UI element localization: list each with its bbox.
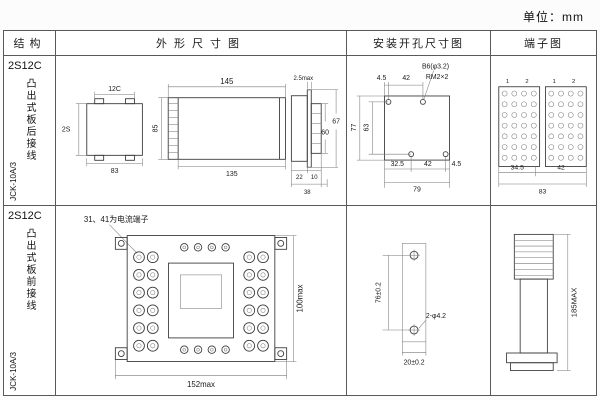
terminal-side-view: 185MAX — [506, 233, 579, 371]
dim-67: 67 — [332, 119, 340, 126]
header-outline: 外形尺寸图 — [56, 31, 347, 56]
dim-83: 83 — [111, 168, 119, 175]
dim-63: 63 — [364, 124, 371, 132]
dim-38: 38 — [304, 190, 311, 196]
terminal-drawing-front: 185MAX — [506, 233, 579, 371]
dim-32-5: 32.5 — [391, 161, 405, 168]
dim-4-5-top: 4.5 — [377, 75, 387, 82]
dim-2-5max: 2.5max — [294, 76, 314, 82]
header-mounting-label: 安装开孔尺寸图 — [373, 38, 464, 50]
wiring-type-row2: 凸出式板前接线 — [24, 228, 35, 312]
dim-10: 10 — [311, 175, 318, 181]
outline-drawing-front: 31、41为电流端子 — [84, 214, 305, 389]
top-view: 12C 2S 83 — [62, 86, 143, 175]
dim-100max: 100max — [295, 284, 304, 312]
dim-135: 135 — [226, 171, 238, 178]
dim-76: 76±0.2 — [376, 282, 383, 303]
thread-spec-label: RM2×2 — [426, 74, 449, 81]
header-terminal-label: 端子图 — [524, 38, 563, 50]
mounting-plate: 4.5 42 B6(φ3.2) RM2×2 77 63 32.5 42 4.5 … — [351, 63, 462, 193]
dim-42-top: 42 — [402, 75, 410, 82]
terminal-cell-row2: 185MAX — [491, 206, 596, 395]
outline-cell-row1: 12C 2S 83 145 135 85 — [56, 56, 347, 206]
front-face-view: 31、41为电流端子 — [84, 214, 305, 389]
spec-table: 结构 外形尺寸图 安装开孔尺寸图 端子图 2S12C 凸出式板后接线 JCK-1… — [3, 30, 597, 396]
mounting-drawing-rear: 4.5 42 B6(φ3.2) RM2×2 77 63 32.5 42 4.5 … — [351, 63, 462, 193]
model-code-row2: JCK-10A/3 — [9, 352, 18, 391]
model-label-row2: 2S12C — [8, 210, 42, 222]
dim-60: 60 — [321, 129, 329, 136]
model-code-row1: JCK-10A/3 — [9, 162, 18, 201]
dim-34-5: 34.5 — [511, 164, 524, 171]
dim-4-5-bottom: 4.5 — [452, 161, 462, 168]
header-structure-label: 结构 — [13, 38, 46, 50]
terminal-drawing-rear: 1 2 1 2 — [498, 79, 587, 196]
dim-152max: 152max — [187, 380, 215, 389]
outline-drawing-rear: 12C 2S 83 145 135 85 — [62, 76, 340, 196]
dim-145: 145 — [220, 77, 234, 86]
structure-row1: 2S12C 凸出式板后接线 JCK-10A/3 — [4, 56, 56, 206]
terminal-col-1: 1 — [506, 79, 509, 85]
header-structure: 结构 — [4, 31, 56, 56]
dim-185max: 185MAX — [570, 287, 579, 318]
mounting-cell-row1: 4.5 42 B6(φ3.2) RM2×2 77 63 32.5 42 4.5 … — [347, 56, 491, 206]
dim-2s: 2S — [62, 126, 71, 133]
terminal-col-2: 2 — [525, 79, 528, 85]
dim-12c: 12C — [108, 86, 121, 93]
dim-77: 77 — [351, 124, 358, 132]
header-terminal: 端子图 — [491, 31, 596, 56]
dim-2-phi4-2: 2-φ4.2 — [426, 313, 446, 320]
mounting-holes: 76±0.2 2-φ4.2 20±0.2 — [376, 243, 446, 366]
wiring-type-row1: 凸出式板后接线 — [24, 78, 35, 162]
terminal-blocks: 1 2 1 2 — [498, 79, 587, 196]
dim-20: 20±0.2 — [404, 359, 425, 366]
header-mounting: 安装开孔尺寸图 — [347, 31, 491, 56]
dim-79: 79 — [413, 187, 421, 194]
dim-83-terminal: 83 — [539, 189, 547, 196]
side-view: 2.5max 60 67 22 10 38 — [290, 76, 340, 196]
terminal-cell-row1: 1 2 1 2 — [491, 56, 596, 206]
current-terminal-note: 31、41为电流端子 — [84, 214, 149, 224]
structure-row2: 2S12C 凸出式板前接线 JCK-10A/3 — [4, 206, 56, 395]
dim-42-terminal: 42 — [557, 164, 565, 171]
model-label-row1: 2S12C — [8, 60, 42, 72]
dim-42-bottom: 42 — [424, 161, 432, 168]
mounting-cell-row2: 76±0.2 2-φ4.2 20±0.2 — [347, 206, 491, 395]
dim-85: 85 — [152, 125, 159, 133]
front-view: 145 135 85 — [152, 77, 286, 178]
dim-22: 22 — [296, 175, 303, 181]
outline-cell-row2: 31、41为电流端子 — [56, 206, 347, 395]
hole-spec-label: B6(φ3.2) — [422, 63, 449, 70]
terminal-col-4: 2 — [572, 79, 575, 85]
terminal-col-3: 1 — [553, 79, 556, 85]
mounting-drawing-front: 76±0.2 2-φ4.2 20±0.2 — [376, 243, 446, 366]
unit-label: 单位：mm — [523, 10, 584, 24]
header-outline-label: 外形尺寸图 — [156, 38, 246, 50]
